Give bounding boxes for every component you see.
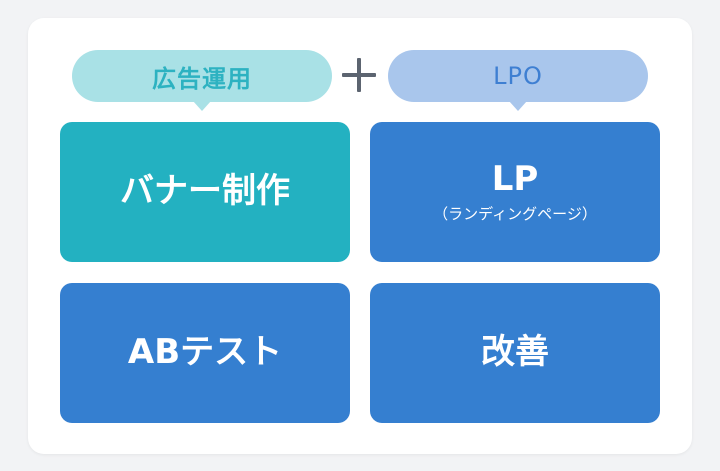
banner-production-box: バナー制作 bbox=[60, 122, 350, 262]
pill-pointer bbox=[193, 101, 211, 111]
ad-operation-pill: 広告運用 bbox=[72, 50, 332, 111]
ab-test-box: ABテスト bbox=[60, 283, 350, 423]
pill-pointer bbox=[509, 101, 527, 111]
landing-page-box: LP （ランディングページ） bbox=[370, 122, 660, 262]
lpo-label: LPO bbox=[493, 62, 543, 90]
box-title: バナー制作 bbox=[120, 171, 290, 212]
lpo-pill: LPO bbox=[388, 50, 648, 111]
box-subtitle: （ランディングページ） bbox=[433, 204, 597, 223]
improvement-box: 改善 bbox=[370, 283, 660, 423]
ad-operation-label: 広告運用 bbox=[152, 64, 252, 93]
plus-icon bbox=[342, 58, 376, 92]
box-title: LP bbox=[491, 159, 539, 200]
box-title: 改善 bbox=[481, 332, 549, 373]
box-title: ABテスト bbox=[127, 332, 283, 373]
plus-vertical-stroke bbox=[357, 58, 361, 92]
